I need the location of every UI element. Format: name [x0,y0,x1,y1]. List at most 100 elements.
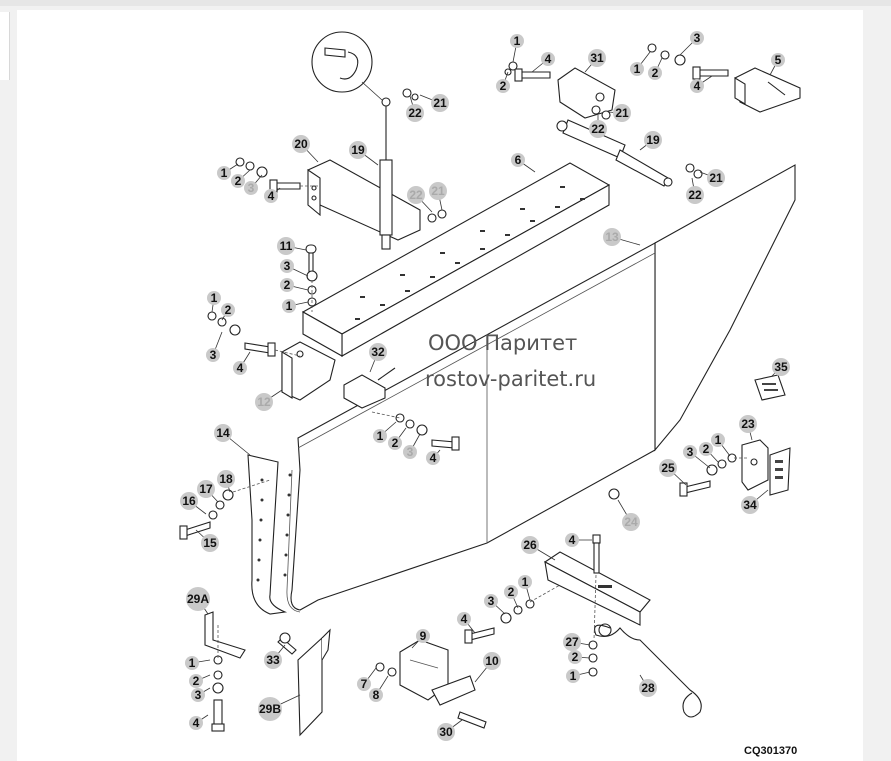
callout-label: 32 [371,345,385,359]
callout-bubble [206,348,220,362]
callout-bubble [244,181,258,195]
callout-3: 3 [191,687,211,702]
bracket-29a [204,611,246,659]
callout-4: 4 [690,75,713,93]
callout-bubble [457,612,471,626]
callout-label: 6 [515,153,522,167]
bolt [464,627,495,644]
bolt [457,711,487,729]
callout-label: 2 [225,303,232,317]
callout-2: 2 [280,278,309,292]
callout-bubble [648,66,662,80]
callout-3: 3 [683,445,711,469]
callout-bubble [221,303,235,317]
callout-3: 3 [484,594,506,615]
callout-label: 21 [433,96,447,110]
callout-bubble [280,259,294,273]
callout-label: 35 [774,360,788,374]
callout-label: 2 [235,174,242,188]
callout-label: 19 [351,143,365,157]
callout-2: 2 [648,57,663,80]
callout-bubble [563,633,581,651]
callout-bubble [233,361,247,375]
callout-30: 30 [437,719,463,741]
callout-label: 2 [392,436,399,450]
callout-bubble [518,575,532,589]
callout-label: 17 [199,482,213,496]
callout-bubble [588,49,606,67]
callout-label: 27 [565,635,579,649]
bolt [211,699,225,732]
callout-11: 11 [277,237,307,255]
callout-4: 4 [565,533,592,547]
callout-24: 24 [617,499,640,531]
callout-label: 1 [221,166,228,180]
callout-bubble [264,189,278,203]
callout-1: 1 [518,575,532,601]
callout-label: 29B [259,702,281,716]
callout-label: 2 [703,442,710,456]
callout-bubble [690,79,704,93]
bolt [692,66,729,80]
gas-strut-19-horizontal [556,119,673,187]
callout-21: 21 [699,169,725,187]
callout-bubble [231,174,245,188]
callout-4: 4 [531,52,555,73]
callout-bubble [541,52,555,66]
callout-bubble [357,677,371,691]
callout-label: 3 [248,181,255,195]
callout-4: 4 [426,449,441,465]
callout-3: 3 [244,174,263,195]
callout-bubble [622,513,640,531]
callout-20: 20 [292,135,319,163]
callout-label: 10 [485,654,499,668]
bolt [277,632,297,655]
callout-bubble [373,429,387,443]
callout-label: 24 [624,515,638,529]
callout-bubble [771,53,785,67]
callout-21: 21 [419,94,449,112]
callout-bubble [639,679,657,697]
callout-6: 6 [511,153,536,173]
callout-bubble [180,492,198,510]
callout-label: 30 [439,725,453,739]
callout-bubble [185,656,199,670]
callout-bubble [264,651,282,669]
callout-bubble [277,237,295,255]
bracket-32 [343,367,396,409]
callout-29A: 29A [186,587,210,615]
callout-bubble [568,650,582,664]
callout-label: 3 [407,445,414,459]
washer [207,43,737,694]
callout-label: 3 [210,348,217,362]
callout-label: 1 [377,429,384,443]
callout-1: 1 [566,669,591,683]
watermark: ООО Паритет rostov-paritet.ru [425,331,596,391]
callout-bubble [566,669,580,683]
callout-19: 19 [349,141,379,166]
callout-22: 22 [407,186,433,213]
callout-27: 27 [563,633,591,651]
callout-label: 9 [420,629,427,643]
callout-label: 26 [523,538,537,552]
callout-4: 4 [189,714,209,730]
callout-bubble [388,436,402,450]
callout-2: 2 [496,71,510,93]
callout-bubble [369,688,383,702]
callout-label: 4 [569,533,576,547]
callout-14: 14 [214,424,251,456]
callout-18: 18 [217,470,235,493]
callout-bubble [258,697,282,721]
frame-rail-6 [301,162,611,357]
callout-26: 26 [521,536,556,561]
callout-label: 2 [652,66,659,80]
callout-bubble [431,94,449,112]
callout-label: 1 [189,656,196,670]
callout-3: 3 [280,259,309,277]
callout-bubble [496,79,510,93]
callout-label: 23 [741,417,755,431]
callout-bubble [686,186,704,204]
callout-label: 15 [203,536,217,550]
callout-2: 2 [699,442,719,463]
